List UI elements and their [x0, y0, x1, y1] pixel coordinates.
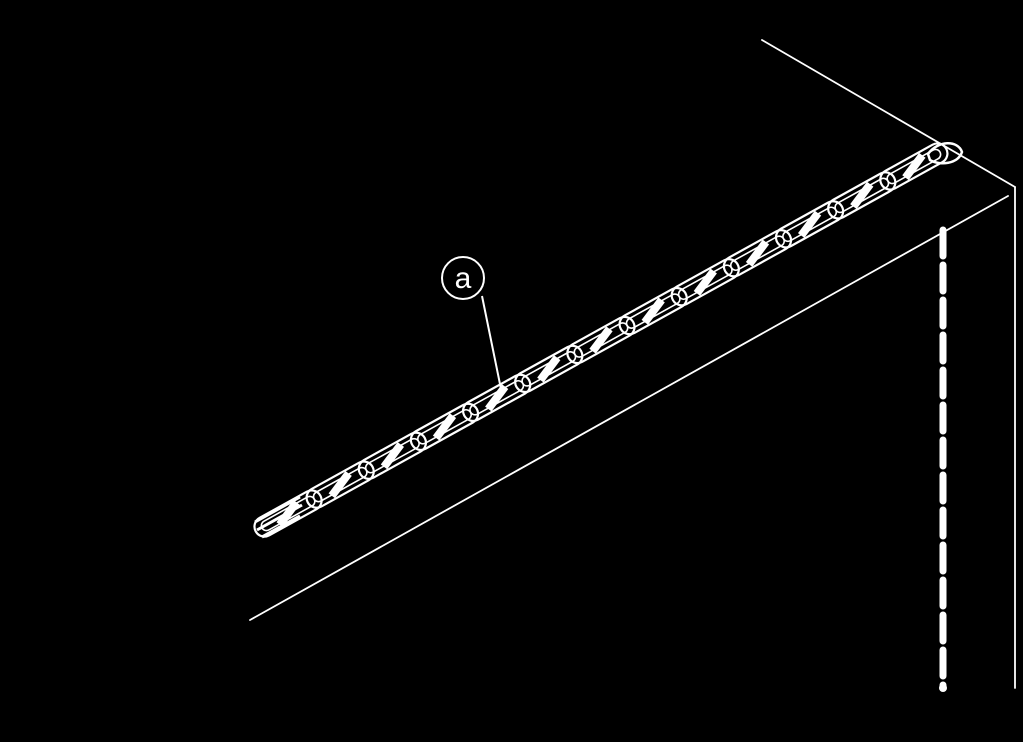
callout-a: a: [441, 256, 502, 390]
fabric-outline: [249, 39, 1016, 689]
callout-label: a: [455, 262, 472, 295]
callout-leader-line: [481, 295, 502, 390]
stitch-link: [879, 142, 949, 191]
thread-knot: [926, 142, 964, 165]
callout-circle: [441, 256, 485, 300]
fabric-top-edge-line: [761, 39, 1016, 188]
dashed-seam-line-icon: [939, 226, 947, 692]
fabric-fold-line: [249, 195, 1009, 621]
overlock-chain-stitch-icon: [253, 142, 964, 539]
stitch-link: [670, 258, 740, 307]
